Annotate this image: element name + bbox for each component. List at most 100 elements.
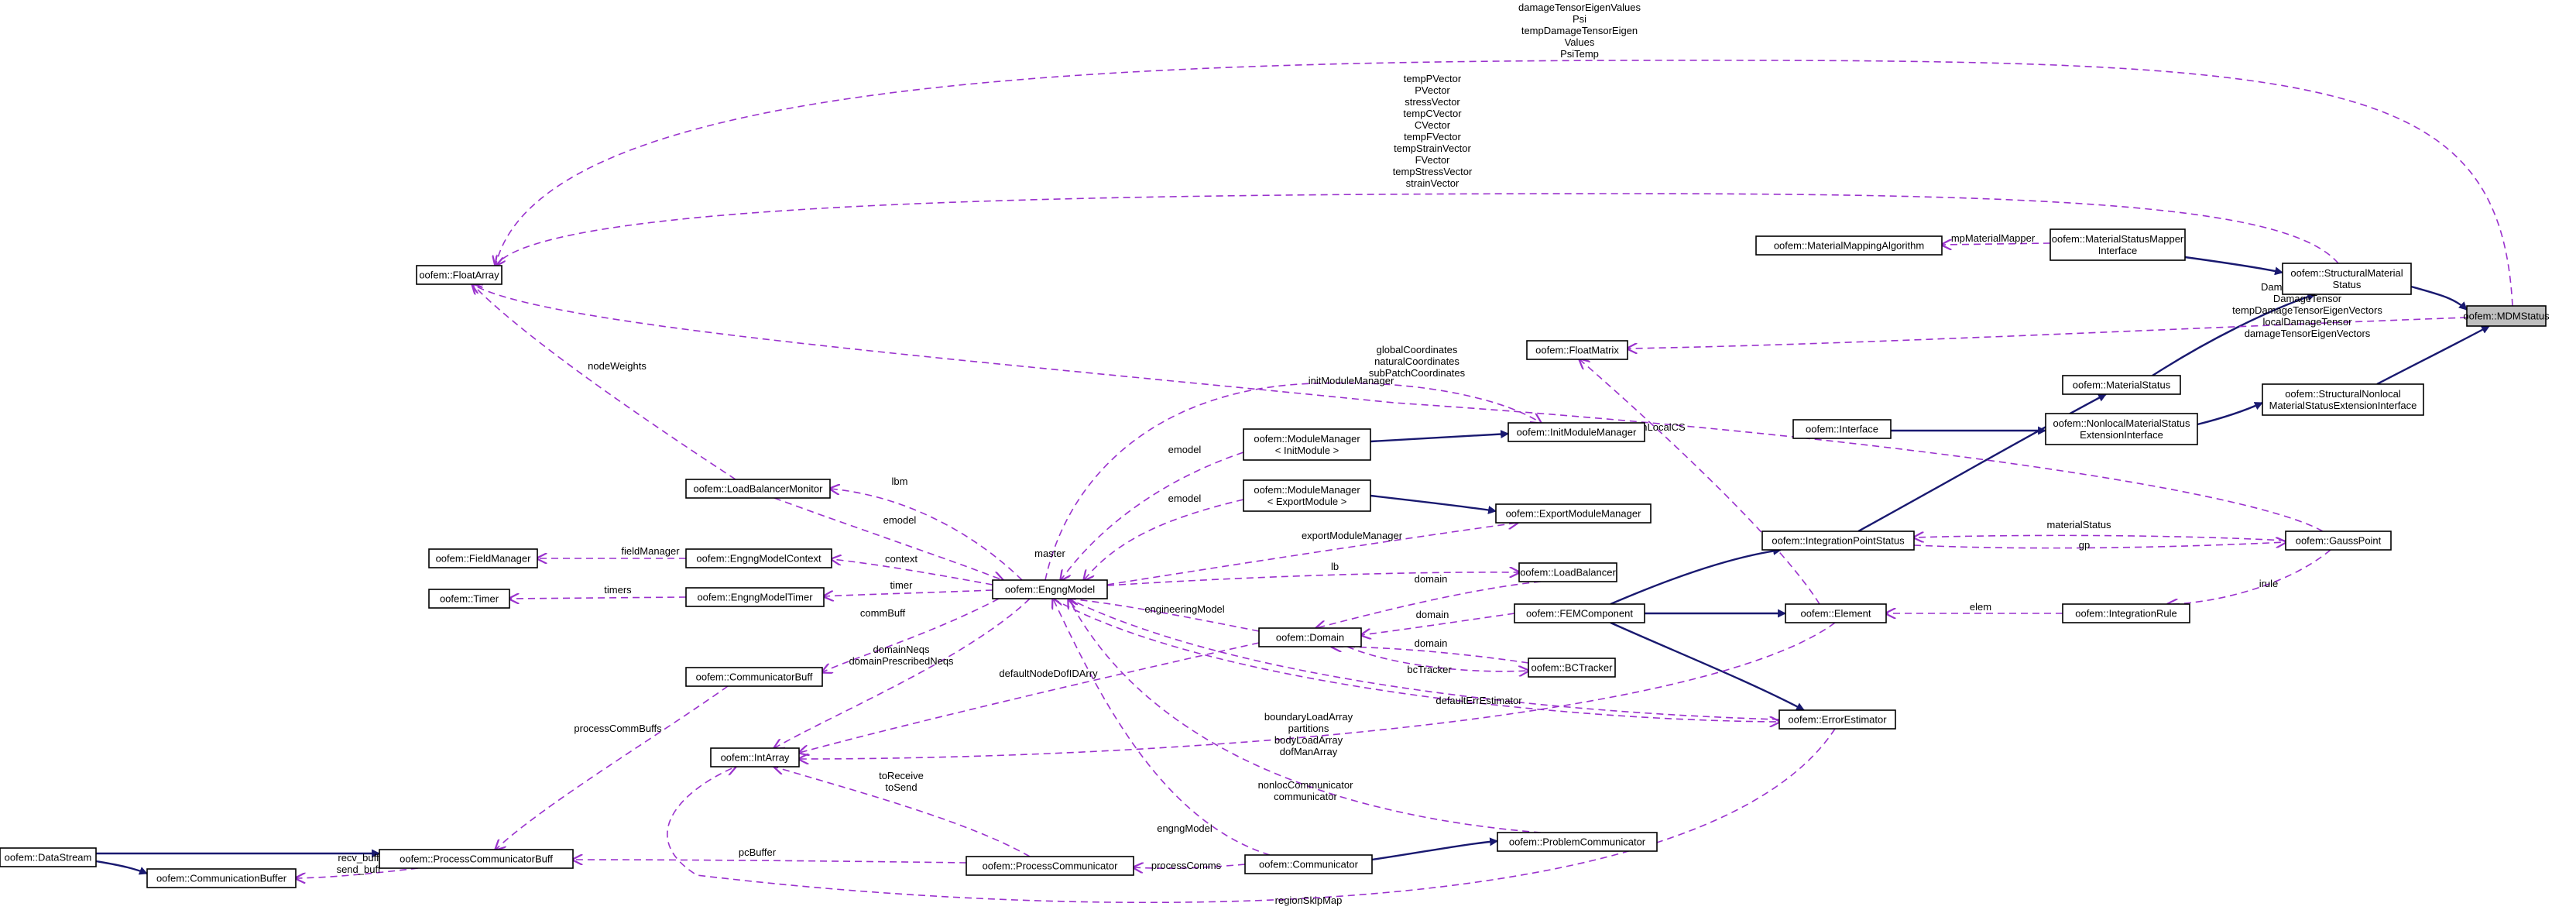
- class-node-label: oofem::Timer: [440, 593, 499, 605]
- usage-edge-engng_model-to-load_balancer_monitor: [830, 489, 1023, 581]
- edge-label-mp_material_mapper: mpMaterialMapper: [1951, 232, 2036, 244]
- edge-label-line: tempStrainVector: [1394, 143, 1471, 154]
- edge-label-line: emodel: [1168, 444, 1202, 455]
- class-node-label: oofem::Element: [1800, 608, 1871, 620]
- class-node-problem-communicator[interactable]: oofem::ProblemCommunicator: [1497, 832, 1658, 852]
- edge-label-context: context: [885, 553, 918, 565]
- edge-label-comm_buff: commBuff: [860, 607, 906, 619]
- edge-label-emodel_init: emodel: [1168, 444, 1202, 455]
- edge-label-line: PVector: [1415, 84, 1450, 96]
- class-node-communicator-buff[interactable]: oofem::CommunicatorBuff: [685, 667, 823, 687]
- inheritance-edge-data_stream-to-communication_buffer: [95, 860, 149, 875]
- class-node-label: oofem::IntegrationPointStatus: [1772, 535, 1905, 547]
- class-node-float-matrix[interactable]: oofem::FloatMatrix: [1526, 340, 1628, 360]
- edge-label-line: master: [1034, 548, 1065, 559]
- edge-label-timer: timer: [890, 579, 914, 591]
- class-node-communication-buffer[interactable]: oofem::CommunicationBuffer: [146, 868, 297, 888]
- class-node-load-balancer[interactable]: oofem::LoadBalancer: [1518, 562, 1617, 582]
- edge-label-process_comm_buffs: processCommBuffs: [574, 723, 662, 734]
- class-node-integration-rule[interactable]: oofem::IntegrationRule: [2062, 603, 2190, 623]
- class-node-label: oofem::InitModuleManager: [1517, 427, 1637, 438]
- class-node-process-communicator-buff[interactable]: oofem::ProcessCommunicatorBuff: [379, 849, 574, 869]
- class-node-label: oofem::DataStream: [5, 852, 92, 864]
- class-node-label: oofem::GaussPoint: [2296, 535, 2382, 547]
- edge-label-line: dofManArray: [1280, 746, 1338, 757]
- usage-edge-gauss_point-to-integration_point_status: [1914, 535, 2286, 541]
- class-node-process-communicator[interactable]: oofem::ProcessCommunicator: [966, 856, 1134, 876]
- usage-edge-integration_point_status-to-gauss_point: [1913, 542, 2286, 549]
- inheritance-edge-fem_component-to-integration_point_status: [1610, 546, 1782, 606]
- class-node-init-module-manager[interactable]: oofem::InitModuleManager: [1508, 422, 1645, 442]
- class-node-label: oofem::FloatMatrix: [1535, 345, 1619, 356]
- class-node-module-manager-export[interactable]: oofem::ModuleManager< ExportModule >: [1243, 479, 1371, 512]
- class-node-label: oofem::ProblemCommunicator: [1509, 836, 1646, 848]
- class-node-mdm-status[interactable]: oofem::MDMStatus: [2463, 305, 2550, 327]
- edge-label-default_node_dof: defaultNodeDofIDArry: [999, 668, 1098, 679]
- edge-label-export_module_manager: exportModuleManager: [1302, 530, 1403, 541]
- class-node-label: oofem::LoadBalancerMonitor: [694, 483, 824, 495]
- edge-label-init_module_manager: initModuleManager: [1309, 375, 1394, 386]
- usage-edge-error_estimator-to-int_array: [667, 728, 1836, 904]
- class-node-timer[interactable]: oofem::Timer: [428, 589, 510, 609]
- class-node-element[interactable]: oofem::Element: [1785, 603, 1887, 623]
- edge-label-line: mpMaterialMapper: [1951, 232, 2036, 244]
- edge-label-line: damageTensorEigenVectors: [2245, 328, 2371, 339]
- class-node-module-manager-init[interactable]: oofem::ModuleManager< InitModule >: [1243, 428, 1371, 461]
- class-node-label: oofem::Communicator: [1259, 859, 1359, 871]
- class-node-field-manager[interactable]: oofem::FieldManager: [428, 548, 538, 568]
- edge-label-line: fieldManager: [621, 545, 680, 557]
- class-node-label: oofem::MaterialMappingAlgorithm: [1774, 240, 1924, 252]
- class-node-engng-model[interactable]: oofem::EngngModel: [992, 579, 1108, 599]
- edge-label-line: localDamageTensor: [2263, 316, 2353, 328]
- class-node-fem-component[interactable]: oofem::FEMComponent: [1514, 603, 1645, 623]
- class-node-communicator[interactable]: oofem::Communicator: [1244, 854, 1373, 874]
- class-node-domain[interactable]: oofem::Domain: [1258, 627, 1362, 647]
- inheritance-edge-fem_component-to-error_estimator: [1610, 621, 1805, 712]
- edge-label-gp: gp: [2079, 539, 2090, 551]
- usage-edge-structural_material_status-to-float_array: [496, 193, 2339, 266]
- class-node-float-array[interactable]: oofem::FloatArray: [416, 265, 503, 285]
- edge-label-line: elem: [1970, 601, 1991, 613]
- edge-label-line: boundaryLoadArray: [1264, 711, 1353, 723]
- class-node-label: oofem::MDMStatus: [2463, 311, 2550, 322]
- edge-label-line: tempDamageTensorEigenVectors: [2232, 304, 2382, 316]
- edge-label-line: lb: [1331, 561, 1339, 572]
- class-node-int-array[interactable]: oofem::IntArray: [710, 747, 800, 767]
- class-node-error-estimator[interactable]: oofem::ErrorEstimator: [1779, 709, 1896, 730]
- edge-label-line: defaultNodeDofIDArry: [999, 668, 1098, 679]
- class-node-integration-point-status[interactable]: oofem::IntegrationPointStatus: [1761, 531, 1915, 551]
- edge-label-line: context: [885, 553, 918, 565]
- edge-label-line: PsiTemp: [1560, 48, 1599, 60]
- usage-edge-engng_model_timer-to-timer: [509, 597, 687, 599]
- class-node-material-status[interactable]: oofem::MaterialStatus: [2062, 375, 2181, 395]
- class-node-label: oofem::CommunicatorBuff: [696, 671, 813, 683]
- edge-label-pc_buffer: pcBuffer: [739, 846, 777, 858]
- class-node-label: oofem::ModuleManager< InitModule >: [1254, 433, 1360, 456]
- class-node-interface[interactable]: oofem::Interface: [1792, 419, 1892, 439]
- class-node-engng-model-context[interactable]: oofem::EngngModelContext: [685, 548, 832, 568]
- class-node-load-balancer-monitor[interactable]: oofem::LoadBalancerMonitor: [685, 479, 831, 499]
- edge-label-line: damageTensorEigenValues: [1518, 2, 1641, 13]
- usage-edge-error_estimator-to-engng_model: [1068, 599, 1780, 720]
- usage-edge-bc_tracker-to-domain: [1332, 647, 1529, 664]
- edge-label-line: domainPrescribedNeqs: [849, 655, 954, 667]
- edge-label-line: domainNeqs: [873, 644, 930, 655]
- edge-label-line: materialStatus: [2046, 519, 2111, 531]
- class-node-material-mapping-algorithm[interactable]: oofem::MaterialMappingAlgorithm: [1755, 235, 1943, 256]
- class-node-bc-tracker[interactable]: oofem::BCTracker: [1528, 658, 1616, 678]
- class-node-data-stream[interactable]: oofem::DataStream: [0, 847, 97, 867]
- class-node-export-module-manager[interactable]: oofem::ExportModuleManager: [1495, 503, 1652, 524]
- class-node-gauss-point[interactable]: oofem::GaussPoint: [2285, 531, 2392, 551]
- class-node-engng-model-timer[interactable]: oofem::EngngModelTimer: [685, 587, 825, 607]
- edge-label-line: toReceive: [879, 770, 924, 781]
- usage-edge-material_status_mapper_iface-to-material_mapping_algorithm: [1942, 243, 2051, 245]
